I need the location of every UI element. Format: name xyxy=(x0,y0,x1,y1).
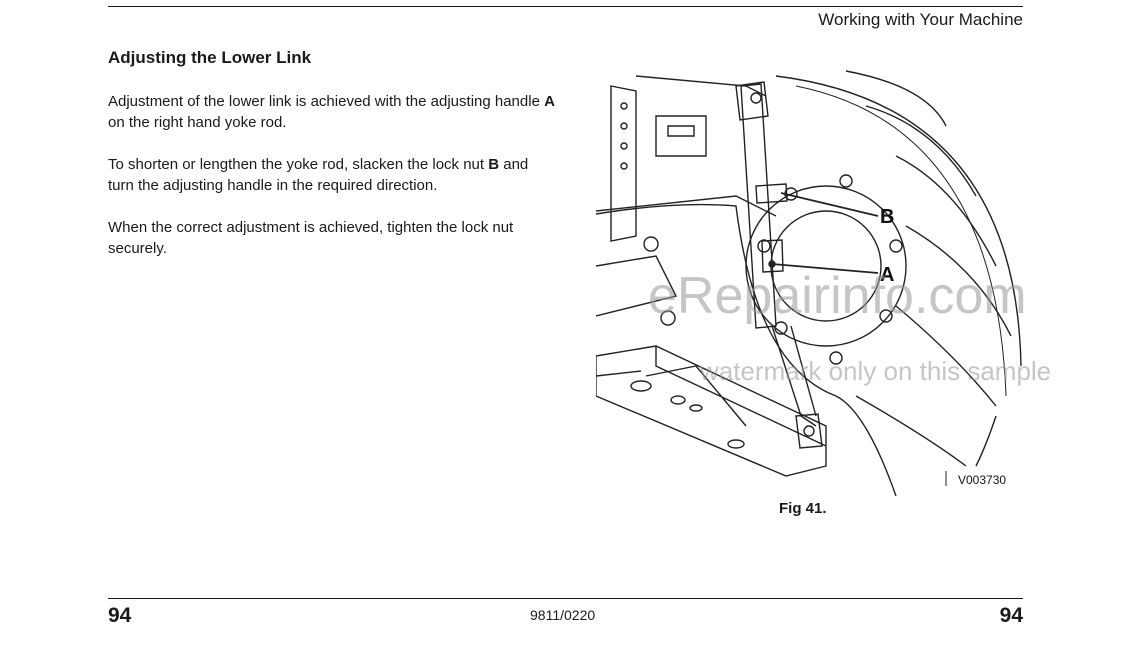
page-number-left: 94 xyxy=(108,604,132,627)
watermark-note: watermark only on this sample xyxy=(700,356,1052,386)
paragraph-tighten: When the correct adjustment is achieved,… xyxy=(108,219,514,257)
callout-label-a: A xyxy=(880,264,894,286)
paragraph-text: To shorten or lengthen the yoke rod, sla… xyxy=(108,156,489,173)
paragraph-adjustment: Adjustment of the lower link is achieved… xyxy=(108,91,558,133)
label-b-ref: B xyxy=(488,156,500,173)
callout-label-b: B xyxy=(880,206,894,228)
watermark-site: eRepairinfo.com xyxy=(648,267,1027,325)
chapter-title: Working with Your Machine xyxy=(818,10,1023,29)
label-a-ref: A xyxy=(544,93,555,110)
paragraph-text: on the right hand yoke rod. xyxy=(108,114,287,131)
document-code: 9811/0220 xyxy=(530,607,596,623)
figure-ref-code: V003730 xyxy=(958,473,1006,487)
header-rule xyxy=(108,6,1023,7)
paragraph-text: and turn the adjusting handle in the req… xyxy=(108,156,529,194)
paragraph-shorten: To shorten or lengthen the yoke rod, sla… xyxy=(108,154,558,196)
footer-rule xyxy=(108,598,1023,599)
page-number-right: 94 xyxy=(999,604,1023,627)
section-heading: Adjusting the Lower Link xyxy=(108,48,312,67)
paragraph-text: Adjustment of the lower link is achieved… xyxy=(108,93,545,110)
figure-caption: Fig 41. xyxy=(779,500,827,517)
lower-link-figure: B A V003730 xyxy=(596,70,1022,496)
